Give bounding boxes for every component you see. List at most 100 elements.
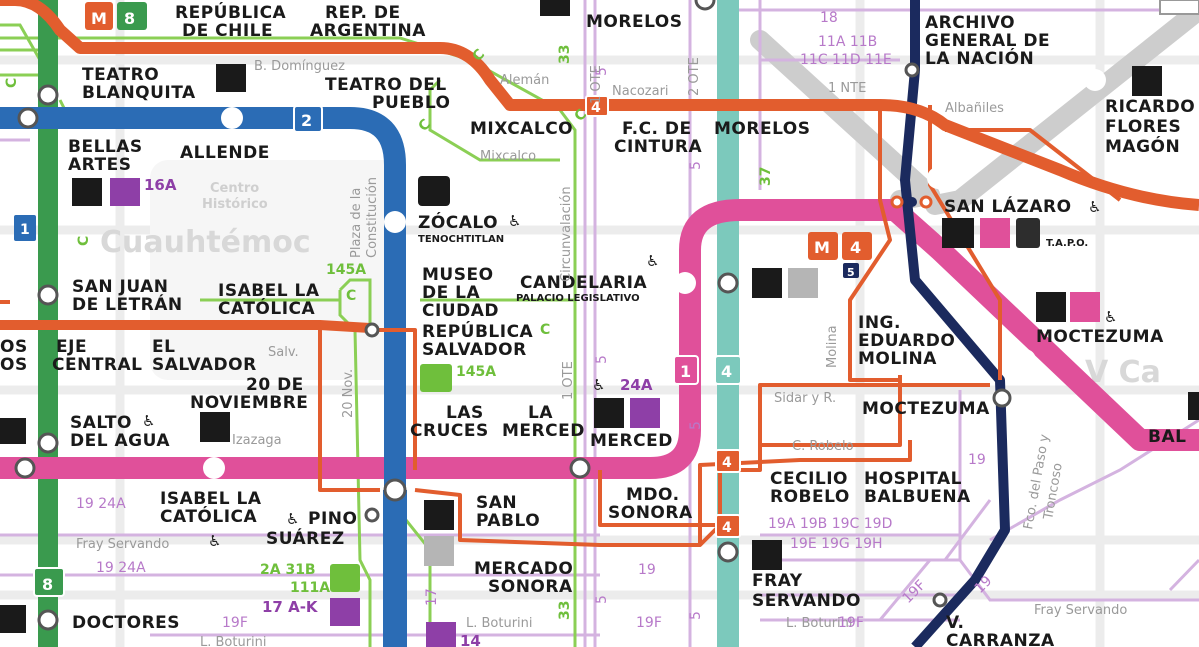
badge-line2[interactable]: 2 [293, 105, 323, 133]
label-stations-las-cruces-1: CRUCES [410, 421, 489, 441]
label-stations-osos-0: OS [0, 337, 28, 357]
label-streets-l-boturini-2: L. Boturini [786, 616, 853, 631]
label-streets-c-robelo: C. Robelo [792, 439, 854, 454]
label-label: ♿ [646, 252, 659, 270]
badge-line1[interactable]: 1 [673, 355, 699, 385]
label-stations-san-juan-0: SAN JUAN [72, 277, 169, 297]
label-stations-ricardo-flores-0: RICARDO [1105, 97, 1195, 117]
station-candelaria[interactable] [717, 272, 739, 294]
badge-metro-san-lazaro[interactable]: M [808, 232, 838, 260]
label-stations-la-merced-0: LA [528, 403, 553, 423]
label-streets-one-ote-top: 1 OTE [589, 65, 604, 104]
district-centro: Centro [210, 181, 259, 196]
label-stations-isabel-bottom-0: ISABEL LA [160, 489, 262, 509]
badge-metro-top[interactable]: M [85, 2, 113, 30]
label-streets-circunvalacion: Circunvalación [559, 186, 574, 282]
district-v-carranza: V Ca [1085, 355, 1161, 390]
label-stations-republica-chile-1: DE CHILE [182, 21, 273, 41]
station-moctezuma[interactable] [992, 388, 1012, 408]
label-stations-v-carranza-0: V. [946, 613, 964, 633]
label-stations-el-salvador-1: SALVADOR [152, 355, 257, 375]
line-navy [900, 0, 1010, 647]
badge-line4-c[interactable]: 4 [715, 449, 741, 473]
station-bellas-artes-b[interactable] [17, 107, 39, 129]
label-streets-one-ote: 1 OTE [561, 361, 576, 400]
label-stations-ricardo-flores-1: FLORES [1105, 117, 1181, 137]
station-pino[interactable] [383, 478, 407, 502]
label-stations-archivo-0: ARCHIVO [925, 13, 1015, 33]
label-routes-r111a: 111A [290, 580, 330, 596]
station-fray-servando[interactable] [717, 541, 739, 563]
label-routes-r19-mid: 19 [638, 562, 656, 578]
label-badges-metro-logo-top: M [91, 9, 107, 28]
label-badges-line1: 1 [680, 362, 691, 381]
label-stations-bal: BAL [1148, 427, 1186, 447]
badge-line1-left[interactable]: 1 [14, 215, 36, 241]
station-salto-b[interactable] [14, 457, 36, 479]
label-badges-metro-logo-san-lazaro: M [814, 238, 830, 257]
label-stations-san-pablo-0: SAN [476, 493, 517, 513]
label-stations-rep-argentina-1: ARGENTINA [310, 21, 426, 41]
label-label: ♿ [286, 510, 299, 528]
badge-line4-teal[interactable]: 4 [714, 355, 742, 385]
label-stations-teatro-pueblo-0: TEATRO DEL [325, 75, 447, 95]
san-pablo-arrows-icon [424, 536, 454, 566]
label-stations-veinte-nov-1: NOVIEMBRE [190, 393, 308, 413]
label-stations-archivo-2: LA NACIÓN [925, 47, 1034, 69]
label-stations-pino-1: SUÁREZ [266, 527, 345, 549]
label-routes-r19a-19d: 19A 19B 19C 19D [768, 516, 892, 532]
label-routes-r14: 14 [460, 632, 481, 647]
moctezuma-icon [1036, 292, 1066, 322]
badge-line8-top[interactable]: 8 [117, 2, 147, 30]
label-stations-fray-servando-1: SERVANDO [752, 591, 861, 611]
label-stations-mdo-sonora-1: SONORA [608, 503, 693, 523]
line-1-pink [0, 199, 1199, 479]
accessibility-icons: ♿ ♿ ♿ ♿ ♿ ♿ ♿ ♿ [142, 198, 1117, 550]
label-stations-republica-chile-0: REPÚBLICA [175, 1, 287, 23]
merced-icon [594, 398, 624, 428]
label-routes-c-f: C [4, 78, 20, 88]
badge-line8-bottom[interactable]: 8 [33, 567, 65, 597]
station-morelos[interactable] [694, 0, 716, 11]
salto-left-icon [0, 418, 26, 444]
badge-line4-d[interactable]: 4 [715, 514, 741, 538]
label-routes-r24a: 24A [620, 376, 653, 394]
badge-line5[interactable]: 5 [843, 263, 859, 279]
label-streets-izazaga: Izazaga [232, 433, 282, 448]
label-routes-r17ak: 17 A-K [262, 598, 319, 616]
label-streets-albaniles: Albañiles [945, 101, 1004, 116]
corner-icon [1159, 0, 1199, 15]
label-streets-plaza-const-1: Constitución [365, 177, 380, 258]
station-carranza[interactable] [932, 592, 948, 608]
station-san-juan[interactable] [37, 284, 59, 306]
station-doctores[interactable] [37, 609, 59, 631]
tapo-train-icon [942, 218, 974, 248]
label-routes-r145a-top: 145A [326, 262, 366, 278]
line-2-blue [0, 107, 406, 647]
station-markers [14, 0, 1012, 631]
label-stations-rep-argentina-0: REP. DE [325, 3, 401, 23]
label-label: ♿ [592, 376, 605, 394]
label-routes-r33-top: 33 [557, 45, 573, 64]
label-streets-salv: Salv. [268, 345, 299, 360]
label-stations-candelaria: CANDELARIA [520, 273, 647, 293]
station-merced[interactable] [569, 457, 591, 479]
label-stations-rep-salvador-0: REPÚBLICA [422, 320, 534, 342]
label-stations-pino-0: PINO [308, 509, 357, 529]
label-stations-moctezuma-top: MOCTEZUMA [1036, 327, 1164, 347]
badge-line4-b[interactable]: 4 [842, 232, 872, 260]
label-stations-morelos-top: MORELOS [586, 12, 683, 32]
district-centro-2: Histórico [202, 197, 268, 212]
station-isabel-top[interactable] [364, 322, 380, 338]
station-salto[interactable] [37, 432, 59, 454]
label-stations-fc-cintura-1: CINTURA [614, 137, 703, 157]
label-stations-museo-2: CIUDAD [422, 301, 499, 321]
badge-line4-a[interactable]: 4 [585, 95, 609, 117]
station-archivo[interactable] [904, 62, 920, 78]
label-stations-ing-molina-0: ING. [858, 313, 901, 333]
label-stations-moctezuma: MOCTEZUMA [862, 399, 990, 419]
station-bellas-artes[interactable] [37, 84, 59, 106]
station-pino-b[interactable] [364, 507, 380, 523]
label-stations-eje-central-1: CENTRAL [52, 355, 143, 375]
label-streets-mixcalco-st: Mixcalco [480, 149, 536, 164]
